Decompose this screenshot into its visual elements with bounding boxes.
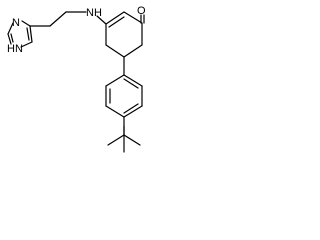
tert-butyl-group (107, 116, 141, 153)
bond-cq-me-right (123, 134, 141, 146)
imidazole-n3-label: N (12, 17, 20, 29)
bond-ar-4 (123, 105, 143, 118)
bond-n1-c5 (20, 41, 33, 48)
bond-n3-c2 (7, 22, 14, 35)
chemical-structure: N HN NH O (7, 5, 146, 153)
ketone-oxygen-label: O (137, 5, 146, 17)
bond-c3-c2-inner (108, 16, 125, 28)
bond-c2-c1 (123, 11, 143, 24)
bond-c4-n3 (21, 20, 31, 27)
bond-c5-c4 (105, 44, 125, 58)
bond-ar-inner-b (123, 103, 139, 114)
bond-c2-n1 (7, 33, 12, 45)
bond-ar-inner-c (123, 78, 139, 89)
bond-ar-6 (123, 74, 143, 87)
bond-ar-1 (105, 74, 125, 87)
imidazole-ring (7, 20, 33, 48)
bond-c5-c4-inner (26, 27, 30, 41)
bond-c2-n1-inner (10, 33, 14, 43)
imidazole-nh-label: HN (7, 43, 23, 55)
bond-c6-c5 (123, 44, 143, 58)
bond-c5-c4 (29, 25, 33, 43)
benzene-ring (105, 56, 143, 118)
bond-nh-c3 (96, 15, 107, 25)
bond-c3-c2 (105, 11, 125, 25)
amine-nh-label: NH (86, 7, 102, 19)
bond-ch2a-ch2b (49, 11, 67, 27)
bond-cq-me-left (107, 134, 125, 146)
bond-ar-3 (105, 105, 125, 118)
cyclohexenone-ring (96, 11, 145, 58)
ethyl-linker (29, 11, 87, 27)
